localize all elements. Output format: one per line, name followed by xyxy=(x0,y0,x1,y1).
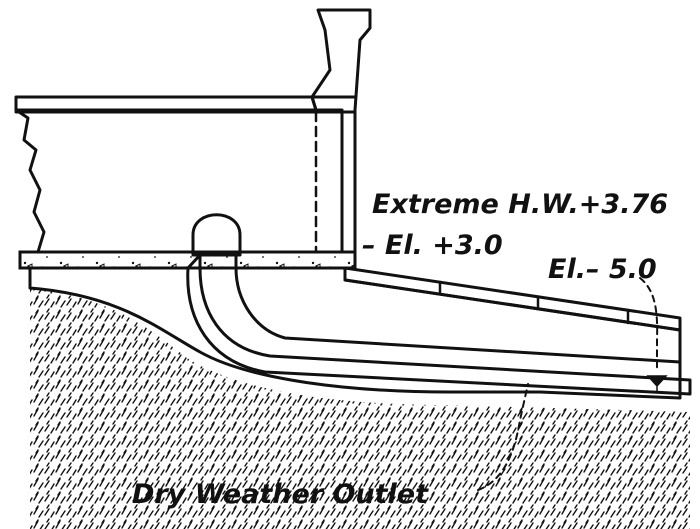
dry-weather-pipe xyxy=(186,253,692,396)
concrete-floor-slab xyxy=(18,250,357,270)
leader-dry-weather xyxy=(477,383,529,491)
label-el-plus-3: – El. +3.0 xyxy=(362,230,503,261)
label-el-minus-5: El.– 5.0 xyxy=(548,254,657,285)
chamber-broken-edge xyxy=(14,108,46,254)
concrete-foundation xyxy=(28,266,682,400)
apron-paving xyxy=(343,266,682,332)
label-dry-weather-outlet: Dry Weather Outlet xyxy=(132,479,429,510)
pipe-entrance-hood xyxy=(191,213,242,257)
paving-joints xyxy=(438,280,630,325)
water-level-marker xyxy=(646,375,668,392)
headwall xyxy=(310,8,372,254)
label-extreme-hw: Extreme H.W.+3.76 xyxy=(372,189,668,220)
top-slab xyxy=(14,95,318,112)
leader-el-minus-5 xyxy=(639,277,659,373)
earth-ground xyxy=(30,288,690,529)
pipe-inner-line xyxy=(234,253,682,364)
